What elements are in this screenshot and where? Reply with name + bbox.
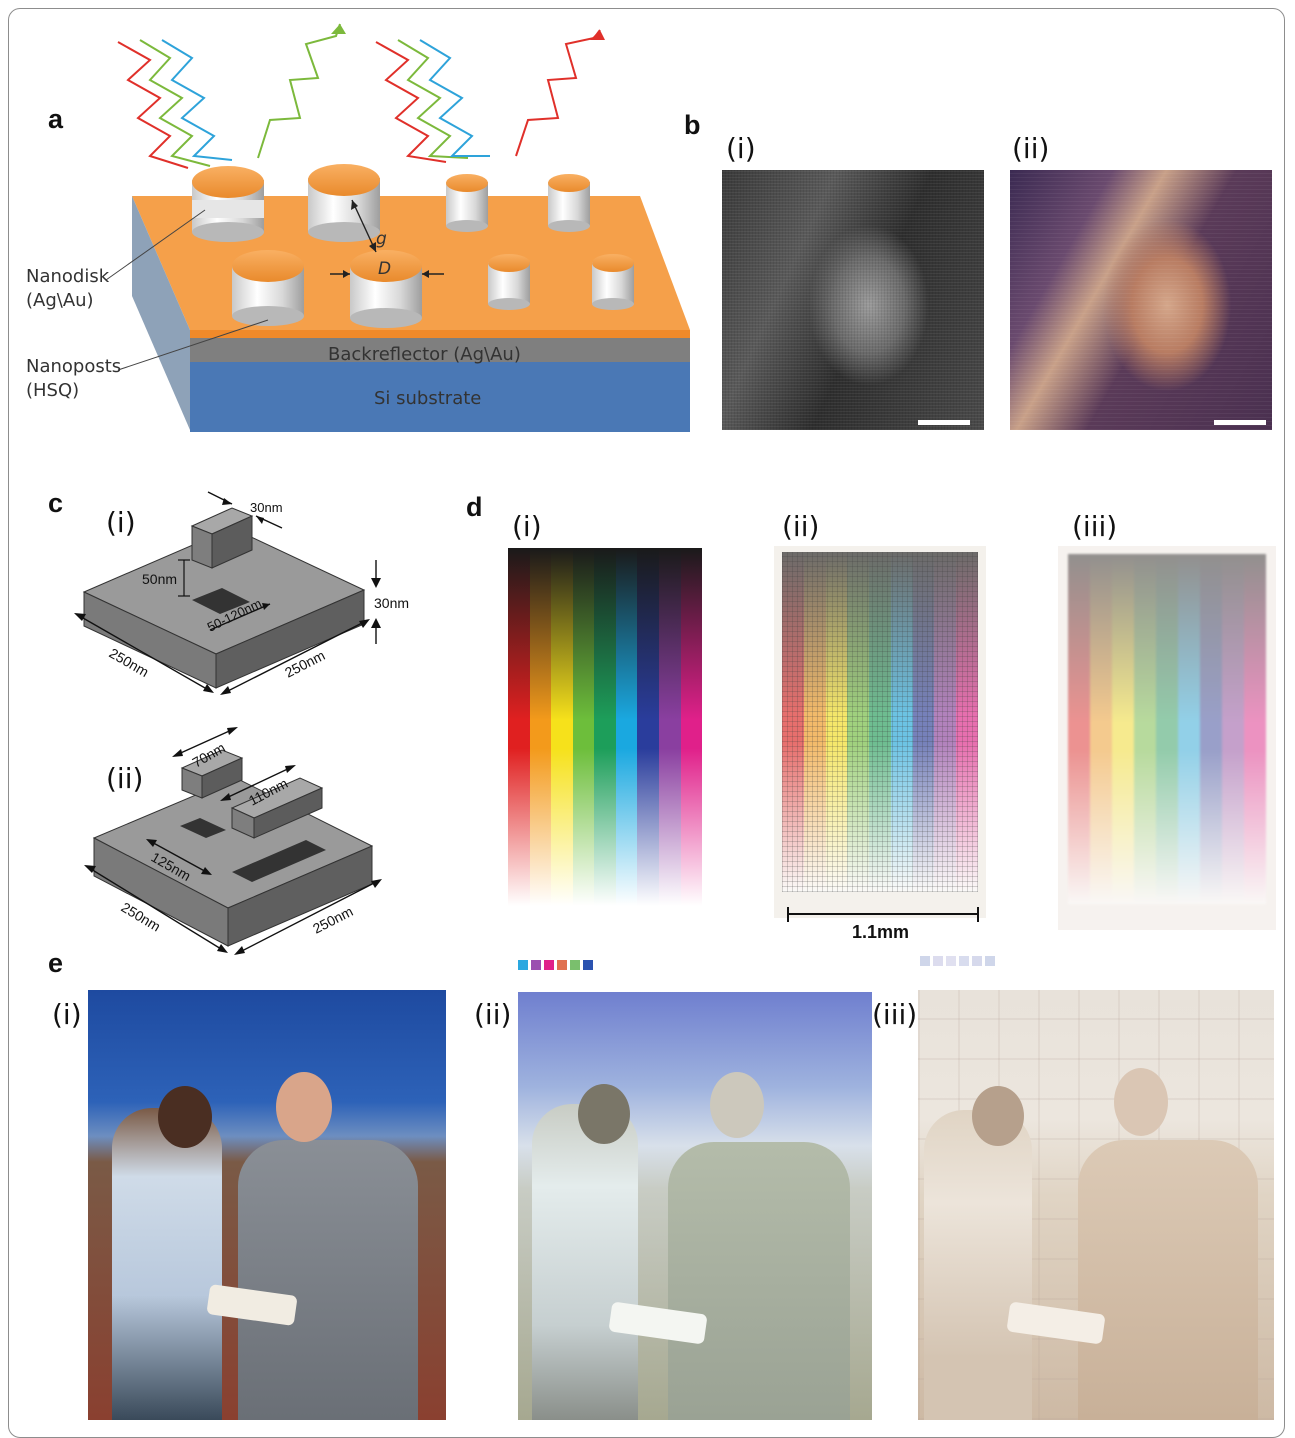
palette-design-column-1 <box>529 548 552 906</box>
panel-a-letter: a <box>48 104 64 134</box>
nanodisk-label: Nanodisk <box>26 266 110 287</box>
e-ii-swatch-2 <box>544 960 554 970</box>
e-iii-swatch-2 <box>946 956 956 966</box>
nanodisk-material-label: (Ag\Au) <box>26 290 94 311</box>
panel-d-letter: d <box>466 492 483 522</box>
gap-label: g <box>376 229 387 249</box>
backreflector-label: Backreflector (Ag\Au) <box>328 344 521 365</box>
palette-design-column-2 <box>551 548 573 906</box>
palette-dark-column-1 <box>1090 554 1112 904</box>
nanoposts-label: Nanoposts <box>26 356 121 377</box>
color-palette-design <box>508 548 702 906</box>
palette-bright-column-6 <box>912 552 935 892</box>
palette-bright-column-5 <box>890 552 913 892</box>
palette-design-column-8 <box>680 548 702 906</box>
e-iii-swatch-3 <box>959 956 969 966</box>
palette-dark-column-4 <box>1156 554 1178 904</box>
palette-bright-column-8 <box>956 552 979 892</box>
palette-dark-column-6 <box>1200 554 1222 904</box>
panel-b-letter: b <box>684 110 701 140</box>
incident-light-waves-left <box>117 23 346 169</box>
panel-b-sub-i: (i) <box>726 132 756 165</box>
photo-printed-bright <box>518 992 872 1420</box>
palette-bright-column-2 <box>825 552 848 892</box>
palette-design-column-3 <box>572 548 595 906</box>
substrate-layer <box>190 362 690 432</box>
palette-dark-column-3 <box>1134 554 1156 904</box>
panel-c-i-diagram: 30nm 50nm 50-120nm 30nm 250nm 250nm <box>74 491 409 695</box>
palette-dark-column-7 <box>1222 554 1244 904</box>
palette-dark-column-8 <box>1244 554 1266 904</box>
e-iii-swatch-4 <box>972 956 982 966</box>
panel-c-sub-i: (i) <box>106 506 136 539</box>
portrait-color-image <box>1010 170 1272 430</box>
nanoposts-material-label: (HSQ) <box>26 380 79 401</box>
panel-d-sub-i: (i) <box>512 510 542 543</box>
photo-printed-faded <box>918 990 1274 1420</box>
c-i-top-width-label: 30nm <box>250 500 283 515</box>
photo-original <box>88 990 446 1420</box>
palette-design-column-4 <box>594 548 616 906</box>
panel-e-sub-iii: (iii) <box>872 998 918 1031</box>
panel-d-sub-iii: (iii) <box>1072 510 1118 543</box>
substrate-label: Si substrate <box>374 388 481 409</box>
panel-c-letter: c <box>48 488 64 518</box>
panel-e-letter: e <box>48 948 64 978</box>
palette-bright-column-3 <box>847 552 870 892</box>
portrait-grayscale-image <box>722 170 984 430</box>
slab-left-side <box>132 196 190 430</box>
c-i-gap-height-label: 50nm <box>142 571 177 587</box>
incident-light-waves-right <box>375 29 605 163</box>
diameter-label: D <box>378 259 391 279</box>
scale-bar-d-label: 1.1mm <box>852 922 909 942</box>
panel-a-diagram: g D Nanodisk (Ag\Au) Nanoposts (HSQ) Bac… <box>26 23 690 432</box>
palette-bright-column-7 <box>934 552 957 892</box>
panel-e-sub-ii: (ii) <box>474 998 512 1031</box>
palette-design-column-0 <box>508 548 530 906</box>
palette-design-column-5 <box>615 548 638 906</box>
e-iii-swatch-5 <box>985 956 995 966</box>
nanodisk-pillars <box>192 164 634 328</box>
scale-bar <box>918 420 970 425</box>
color-palette-fabricated-bright <box>774 546 986 918</box>
e-ii-swatch-5 <box>583 960 593 970</box>
scale-bar-d: 1.1mm <box>787 907 979 942</box>
e-iii-swatch-0 <box>920 956 930 966</box>
e-iii-swatch-1 <box>933 956 943 966</box>
palette-dark-column-2 <box>1112 554 1134 904</box>
c-i-thickness-label: 30nm <box>374 595 409 611</box>
panel-e-sub-i: (i) <box>52 998 82 1031</box>
e-ii-swatch-3 <box>557 960 567 970</box>
swatch-row-iii <box>920 956 995 966</box>
panel-d-sub-ii: (ii) <box>782 510 820 543</box>
panel-c-ii-diagram: 70nm 110nm 125nm 250nm 250nm <box>84 727 382 955</box>
panel-b-sub-ii: (ii) <box>1012 132 1050 165</box>
palette-dark-column-0 <box>1068 554 1090 904</box>
e-ii-swatch-0 <box>518 960 528 970</box>
scale-bar <box>1214 420 1266 425</box>
palette-design-column-6 <box>637 548 659 906</box>
palette-design-column-7 <box>658 548 681 906</box>
color-palette-fabricated-dark <box>1058 546 1276 930</box>
e-ii-swatch-1 <box>531 960 541 970</box>
palette-bright-column-1 <box>803 552 826 892</box>
e-ii-swatch-4 <box>570 960 580 970</box>
palette-bright-column-4 <box>869 552 891 892</box>
swatch-row-ii <box>518 960 593 970</box>
palette-dark-column-5 <box>1178 554 1200 904</box>
panel-c-sub-ii: (ii) <box>106 762 144 795</box>
palette-bright-column-0 <box>782 552 804 892</box>
